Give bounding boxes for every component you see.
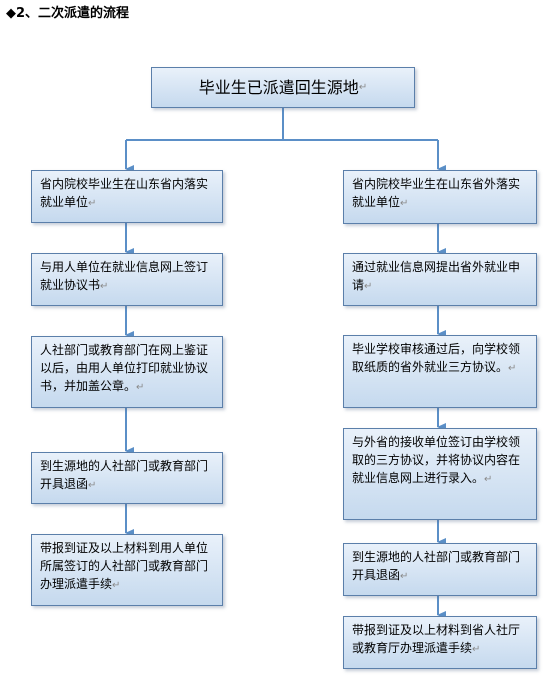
right-step-1: 省内院校毕业生在山东省外落实就业单位↵ [343,170,537,224]
right-step-4-label: 与外省的接收单位签订由学校领取的三方协议，并将协议内容在就业信息网上进行录入。 [352,435,521,485]
right-step-5: 到生源地的人社部门或教育部门开具退函↵ [343,543,537,596]
right-step-3: 毕业学校审核通过后，向学校领取纸质的省外就业三方协议。↵ [343,335,537,408]
paragraph-mark-icon: ↵ [484,474,493,485]
right-step-6-label: 带报到证及以上材料到省人社厅或教育厅办理派遣手续 [352,623,521,655]
right-step-2-label: 通过就业信息网提出省外就业申请 [352,260,521,292]
paragraph-mark-icon: ↵ [472,644,481,655]
paragraph-mark-icon: ↵ [364,281,373,292]
left-step-3: 人社部门或教育部门在网上鉴证以后，由用人单位打印就业协议书，并加盖公章。↵ [31,336,223,408]
paragraph-mark-icon: ↵ [400,198,409,209]
right-step-5-label: 到生源地的人社部门或教育部门开具退函 [352,550,521,582]
left-step-1: 省内院校毕业生在山东省内落实就业单位↵ [31,170,223,223]
paragraph-mark-icon: ↵ [358,81,368,93]
paragraph-mark-icon: ↵ [112,580,121,591]
left-step-1-label: 省内院校毕业生在山东省内落实就业单位 [40,177,209,209]
right-step-2: 通过就业信息网提出省外就业申请↵ [343,253,537,306]
section-heading: ◆2、二次派遣的流程 [6,6,130,21]
left-step-2: 与用人单位在就业信息网上签订就业协议书↵ [31,253,223,306]
left-step-2-label: 与用人单位在就业信息网上签订就业协议书 [40,260,209,292]
right-step-6: 带报到证及以上材料到省人社厅或教育厅办理派遣手续↵ [343,616,537,669]
right-step-3-label: 毕业学校审核通过后，向学校领取纸质的省外就业三方协议。 [352,342,521,374]
left-step-4-label: 到生源地的人社部门或教育部门开具退函 [40,459,209,491]
paragraph-mark-icon: ↵ [136,382,145,393]
left-step-3-label: 人社部门或教育部门在网上鉴证以后，由用人单位打印就业协议书，并加盖公章。 [40,343,209,393]
paragraph-mark-icon: ↵ [508,363,517,374]
left-step-4: 到生源地的人社部门或教育部门开具退函↵ [31,452,223,504]
right-step-4: 与外省的接收单位签订由学校领取的三方协议，并将协议内容在就业信息网上进行录入。↵ [343,428,537,520]
left-step-5-label: 带报到证及以上材料到用人单位所属签订的人社部门或教育部门办理派遣手续 [40,541,209,591]
paragraph-mark-icon: ↵ [100,281,109,292]
left-step-5: 带报到证及以上材料到用人单位所属签订的人社部门或教育部门办理派遣手续↵ [31,534,223,606]
right-step-1-label: 省内院校毕业生在山东省外落实就业单位 [352,177,521,209]
paragraph-mark-icon: ↵ [88,480,97,491]
paragraph-mark-icon: ↵ [88,198,97,209]
start-box: 毕业生已派遣回生源地↵ [151,67,415,108]
paragraph-mark-icon: ↵ [400,571,409,582]
start-box-label: 毕业生已派遣回生源地 [198,77,359,97]
